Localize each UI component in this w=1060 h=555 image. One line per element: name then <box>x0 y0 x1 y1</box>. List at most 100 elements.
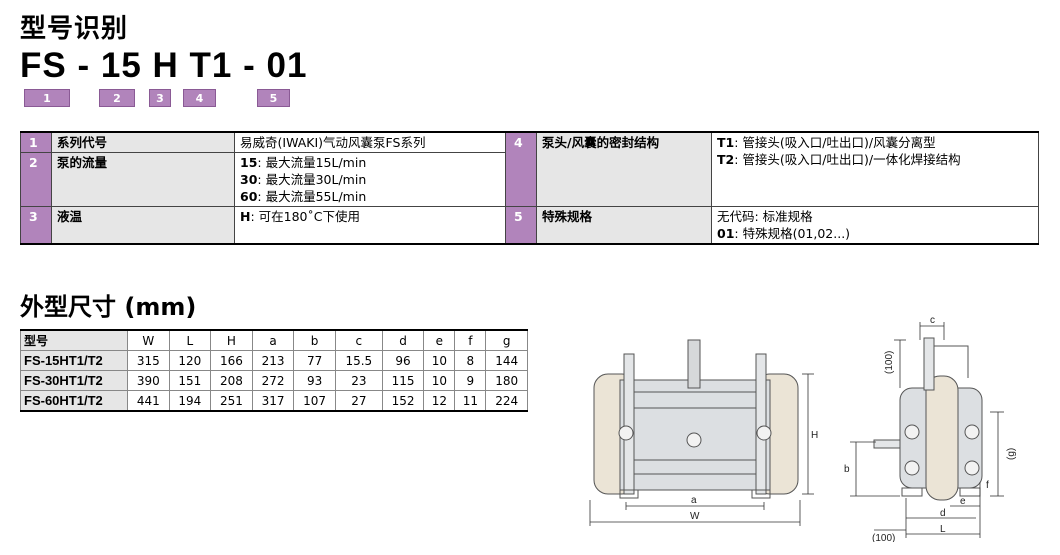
dims-cell: 10 <box>423 350 456 371</box>
dim-label-W: W <box>690 511 700 522</box>
dims-cell: 180 <box>485 370 528 391</box>
dim-label-100-bottom: (100) <box>872 533 895 542</box>
spec-line: T1: 管接头(吸入口/吐出口)/风囊分离型 <box>717 135 936 150</box>
table-row: FS-30HT1/T2 390 151 208 272 93 23 115 10… <box>20 370 528 391</box>
dims-cell: 23 <box>334 370 383 391</box>
code-badge-5: 5 <box>257 89 290 107</box>
dims-cell: 27 <box>334 390 383 412</box>
dims-cell: 272 <box>251 370 295 391</box>
dims-cell: 93 <box>293 370 336 391</box>
air-port <box>687 339 701 389</box>
model-part-dash: - <box>243 46 256 85</box>
model-part-temp: H <box>152 46 179 85</box>
dim-label-L: L <box>940 524 946 535</box>
model-part-series: FS <box>20 46 67 85</box>
dims-header: e <box>423 329 456 351</box>
dims-header: d <box>381 329 425 351</box>
dim-label-f: f <box>986 480 989 491</box>
dims-cell: 390 <box>127 370 170 391</box>
model-part-special: 01 <box>266 46 308 85</box>
spec-label: 泵头/风囊的密封结构 <box>536 131 712 207</box>
dims-header: L <box>168 329 212 351</box>
side-inlet <box>873 439 901 449</box>
dimensions-table: 型号 W L H a b c d e f g FS-15HT1/T2 315 1… <box>20 329 528 412</box>
spec-num: 1 <box>20 131 52 153</box>
dim-label-d: d <box>940 508 946 519</box>
model-part-dash: - <box>77 46 91 85</box>
dims-cell: 224 <box>485 390 528 412</box>
spec-value: T1: 管接头(吸入口/吐出口)/风囊分离型 T2: 管接头(吸入口/吐出口)/… <box>711 131 1039 207</box>
model-part-seal: T1 <box>189 46 233 85</box>
code-badge-2: 2 <box>99 89 135 107</box>
dims-header: a <box>251 329 295 351</box>
spec-line: 60: 最大流量55L/min <box>240 189 367 204</box>
dims-cell: 12 <box>423 390 456 412</box>
dims-header: H <box>210 329 253 351</box>
dims-cell: 8 <box>454 350 487 371</box>
table-row: FS-15HT1/T2 315 120 166 213 77 15.5 96 1… <box>20 350 528 371</box>
dims-cell: 15.5 <box>334 350 383 371</box>
dims-cell: 317 <box>251 390 295 412</box>
dims-cell: 208 <box>210 370 253 391</box>
dim-label-H: H <box>811 430 818 441</box>
dims-cell: 120 <box>168 350 212 371</box>
dims-cell: 213 <box>251 350 295 371</box>
dims-cell: 77 <box>293 350 336 371</box>
front-view-drawing: a W H <box>589 339 818 526</box>
dims-cell: 152 <box>381 390 425 412</box>
spec-num: 3 <box>20 206 52 245</box>
table-row: FS-60HT1/T2 441 194 251 317 107 27 152 1… <box>20 390 528 412</box>
dims-cell: 194 <box>168 390 212 412</box>
spec-value: 无代码: 标准规格 01: 特殊规格(01,02...) <box>711 206 1039 245</box>
dims-cell: 441 <box>127 390 170 412</box>
spec-value: 易威奇(IWAKI)气动风囊泵FS系列 <box>234 131 506 153</box>
dims-header: W <box>127 329 170 351</box>
code-badge-3: 3 <box>149 89 171 107</box>
dims-header: f <box>454 329 487 351</box>
model-part-flow: 15 <box>100 46 142 85</box>
dim-label-c: c <box>930 315 935 326</box>
spec-line: 01: 特殊规格(01,02...) <box>717 226 851 241</box>
dims-cell: 315 <box>127 350 170 371</box>
dims-cell: 10 <box>423 370 456 391</box>
dims-cell: 11 <box>454 390 487 412</box>
dim-label-100-top: (100) <box>884 351 895 374</box>
model-code: FS - 15 H T1 - 01 <box>20 46 307 86</box>
dims-cell: 96 <box>381 350 425 371</box>
dim-label-e: e <box>960 496 966 507</box>
side-head <box>925 375 959 501</box>
section-title-model-identification: 型号识别 <box>20 14 129 44</box>
dims-cell: 166 <box>210 350 253 371</box>
dims-header: 型号 <box>20 329 128 351</box>
spec-num: 4 <box>505 131 537 207</box>
pump-body <box>619 379 771 491</box>
dims-cell: 151 <box>168 370 212 391</box>
spec-label: 特殊规格 <box>536 206 712 245</box>
dims-header: g <box>485 329 528 351</box>
dims-cell: 9 <box>454 370 487 391</box>
code-badge-4: 4 <box>183 89 216 107</box>
dims-header: c <box>334 329 383 351</box>
dims-cell: 107 <box>293 390 336 412</box>
dims-cell: FS-30HT1/T2 <box>20 370 128 391</box>
dims-cell: 251 <box>210 390 253 412</box>
spec-label: 系列代号 <box>51 131 235 153</box>
spec-num: 2 <box>20 152 52 207</box>
dims-cell: FS-60HT1/T2 <box>20 390 128 412</box>
spec-line: 无代码: 标准规格 <box>717 209 813 224</box>
side-view-drawing: c (100) b (g) e f d L (100) <box>844 315 1017 542</box>
spec-value: 15: 最大流量15L/min 30: 最大流量30L/min 60: 最大流量… <box>234 152 506 207</box>
spec-line: T2: 管接头(吸入口/吐出口)/一体化焊接结构 <box>717 152 961 167</box>
dims-cell: 115 <box>381 370 425 391</box>
dims-cell: FS-15HT1/T2 <box>20 350 128 371</box>
code-badge-1: 1 <box>24 89 70 107</box>
spec-label: 泵的流量 <box>51 152 235 207</box>
spec-label: 液温 <box>51 206 235 245</box>
spec-value: H: 可在180˚C下使用 <box>234 206 506 245</box>
dim-label-b: b <box>844 464 850 475</box>
spec-table: 1 系列代号 易威奇(IWAKI)气动风囊泵FS系列 4 泵头/风囊的密封结构 … <box>20 131 1039 245</box>
spec-line: 30: 最大流量30L/min <box>240 172 367 187</box>
spec-num: 5 <box>505 206 537 245</box>
dim-label-g: (g) <box>1006 448 1017 460</box>
dims-cell: 144 <box>485 350 528 371</box>
